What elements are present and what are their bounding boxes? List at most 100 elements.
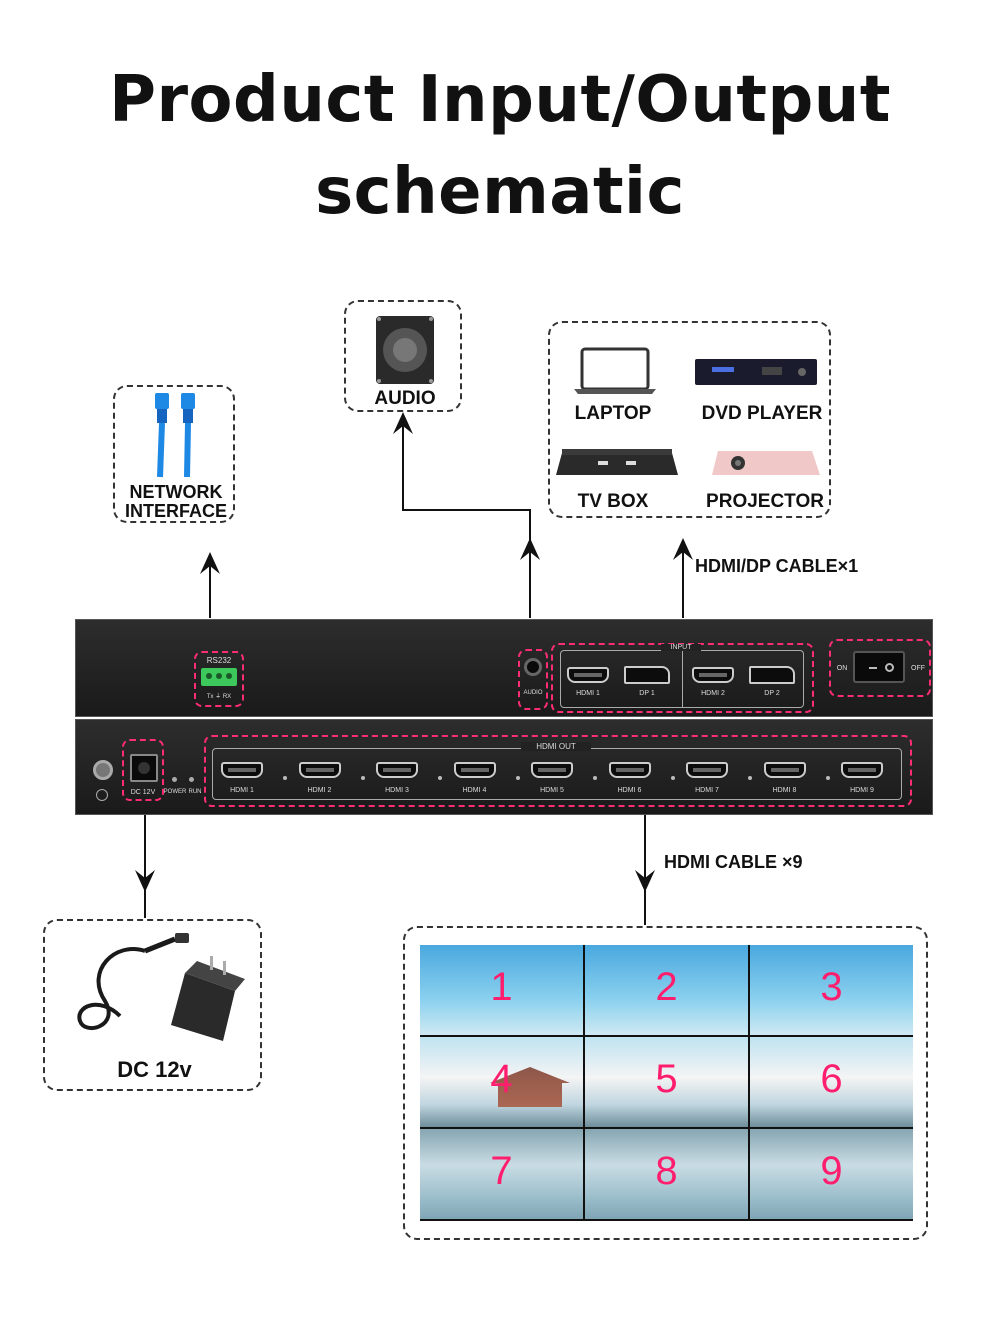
front-panel: DC 12V POWER RUN HDMI OUT HDMI 1 HDMI 2 HD… — [75, 719, 933, 815]
hdmi-out-label-1: HDMI 1 — [230, 787, 254, 794]
screen-8: 8 — [585, 1129, 748, 1219]
screen-number-2: 2 — [655, 965, 678, 1009]
led-dot — [360, 776, 365, 780]
power-led-label: POWER — [163, 789, 187, 795]
rs232-terminal — [201, 668, 237, 686]
screen-number-4: 4 — [490, 1057, 513, 1101]
dc-label: DC 12V — [130, 789, 156, 796]
rear-panel: RS232 Tx ⏚ RX AUDIO INPUT HDMI 1 DP 1 HD… — [75, 619, 933, 717]
screen-number-3: 3 — [820, 965, 843, 1009]
speaker-icon — [376, 316, 434, 384]
input-port-dp2 — [749, 666, 795, 684]
input-label-hdmi2: HDMI 2 — [701, 690, 725, 697]
power-adapter-icon — [77, 933, 245, 1041]
hdmi-out-label-4: HDMI 4 — [462, 787, 487, 794]
laptop-icon — [574, 347, 656, 394]
input-label-dp1: DP 1 — [639, 690, 655, 697]
screen-number-8: 8 — [655, 1149, 678, 1193]
tv-box-label: TV BOX — [577, 491, 649, 512]
screen-4: 4 — [420, 1037, 583, 1127]
audio-jack — [524, 658, 542, 676]
network-label-line2: INTERFACE — [124, 501, 227, 521]
projector-icon — [712, 451, 820, 475]
hdmi-out-title: HDMI OUT — [521, 742, 591, 751]
page-title-line2: schematic — [315, 155, 685, 229]
input-port-dp1 — [624, 666, 670, 684]
dvd-player-label: DVD PLAYER — [701, 403, 823, 424]
ground-screw-icon — [93, 760, 113, 780]
audio-port-label: AUDIO — [523, 690, 543, 696]
audio-label: AUDIO — [374, 388, 436, 409]
input-port-hdmi1 — [567, 667, 609, 683]
led-dot — [670, 776, 675, 780]
screen-3: 3 — [750, 945, 913, 1035]
input-divider — [682, 650, 683, 708]
network-interface-box: NETWORK INTERFACE — [113, 385, 235, 523]
input-sources-box: LAPTOP DVD PLAYER TV BOX PROJECTOR — [548, 321, 831, 518]
led-dot — [748, 776, 752, 780]
laptop-label: LAPTOP — [574, 403, 652, 424]
arrow-audio — [393, 412, 531, 618]
projector-label: PROJECTOR — [706, 491, 824, 512]
rs232-label: RS232 — [206, 656, 232, 665]
run-led — [189, 777, 194, 782]
hdmi-out-port-8 — [763, 762, 806, 778]
power-led — [172, 777, 177, 782]
network-label-line1: NETWORK — [129, 482, 223, 502]
screen-number-9: 9 — [820, 1149, 843, 1193]
output-cable-label: HDMI CABLE ×9 — [664, 852, 803, 872]
hdmi-out-port-3 — [376, 762, 418, 778]
hdmi-out-label-7: HDMI 7 — [695, 787, 719, 794]
hdmi-out-label-6: HDMI 6 — [617, 787, 642, 794]
hdmi-out-port-1 — [221, 762, 263, 778]
hdmi-out-port-6 — [608, 762, 651, 778]
hdmi-out-label-2: HDMI 2 — [307, 787, 332, 794]
screen-number-6: 6 — [820, 1057, 843, 1101]
switch-on-label: ON — [836, 665, 848, 672]
led-dot — [825, 776, 830, 780]
screen-6: 6 — [750, 1037, 913, 1127]
input-cable-label: HDMI/DP CABLE×1 — [695, 556, 859, 576]
video-wall: 1 2 3 4 5 6 7 8 9 — [420, 945, 913, 1221]
power-adapter-label: DC 12v — [117, 1057, 192, 1082]
dc-port-highlight — [122, 739, 164, 801]
dvd-player-icon — [695, 359, 817, 385]
tv-box-icon — [556, 449, 678, 475]
dc-jack — [130, 754, 158, 782]
rs232-highlight — [194, 651, 244, 707]
screen-2: 2 — [585, 945, 748, 1035]
hdmi-out-port-7 — [686, 762, 728, 778]
led-dot — [283, 776, 287, 780]
hdmi-out-label-8: HDMI 8 — [772, 787, 797, 794]
screen-number-7: 7 — [490, 1149, 513, 1193]
led-dot — [438, 776, 442, 780]
ground-symbol-icon — [96, 789, 108, 801]
led-dot — [515, 776, 520, 780]
input-label-hdmi1: HDMI 1 — [576, 690, 600, 697]
screen-number-5: 5 — [655, 1057, 678, 1101]
video-wall-box: 1 2 3 4 5 6 7 8 9 — [403, 926, 928, 1240]
led-dot — [593, 776, 597, 780]
input-title: INPUT — [661, 644, 701, 651]
power-adapter-box: DC 12v — [43, 919, 262, 1091]
hdmi-out-label-9: HDMI 9 — [850, 787, 874, 794]
screen-1: 1 — [420, 945, 583, 1035]
input-port-hdmi2 — [692, 667, 734, 683]
run-led-label: RUN — [188, 789, 202, 795]
hdmi-out-port-4 — [453, 762, 496, 778]
hdmi-out-port-2 — [298, 762, 341, 778]
hdmi-out-label-3: HDMI 3 — [385, 787, 409, 794]
hdmi-out-port-9 — [841, 762, 883, 778]
audio-box: AUDIO — [344, 300, 462, 412]
switch-off-label: OFF — [911, 665, 925, 672]
power-switch[interactable] — [853, 651, 905, 683]
input-label-dp2: DP 2 — [764, 690, 780, 697]
hdmi-out-highlight — [204, 735, 912, 807]
screen-number-1: 1 — [490, 965, 513, 1009]
screen-7: 7 — [420, 1129, 583, 1219]
hdmi-out-port-5 — [531, 762, 573, 778]
power-switch-highlight — [829, 639, 931, 697]
rs232-pins: Tx ⏚ RX — [206, 694, 232, 700]
audio-port-highlight — [518, 649, 548, 710]
